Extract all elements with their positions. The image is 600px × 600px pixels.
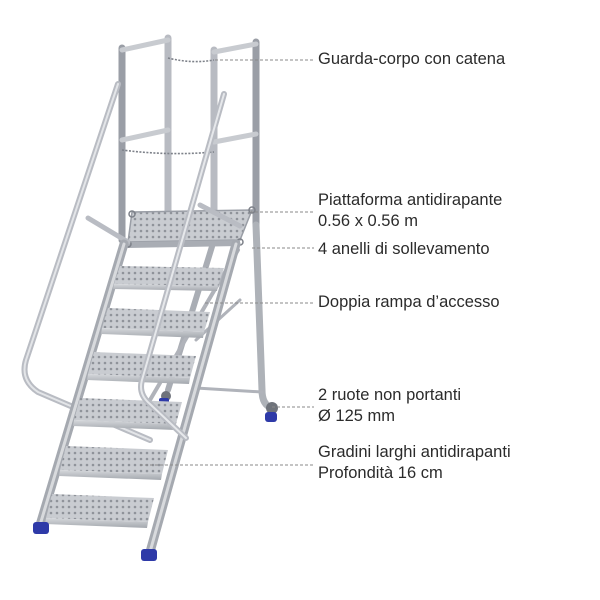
right-handrail [138,91,243,441]
step [45,494,154,528]
leader-lines [140,59,314,466]
callout-guard-rail-text: Guarda-corpo con catena [318,50,506,68]
callout-lifting-rings-text: 4 anelli di sollevamento [318,240,490,258]
callout-wheels-title: 2 ruote non portanti [318,386,462,404]
callout-double-ramp-text: Doppia rampa d’accesso [318,293,500,311]
callout-platform-size: 0.56 x 0.56 m [318,212,418,230]
left-handrail [21,81,153,443]
callout-guard-rail: Guarda-corpo con catena [318,49,505,70]
step [73,398,182,430]
callout-lifting-rings: 4 anelli di sollevamento [318,239,490,260]
stringers [35,239,241,557]
callout-platform-title: Piattaforma antidirapante [318,191,503,209]
callout-wheels-size: Ø 125 mm [318,407,396,425]
callout-wheels: 2 ruote non portanti Ø 125 mm [318,385,461,427]
callout-double-ramp: Doppia rampa d’accesso [318,292,500,313]
callout-steps: Gradini larghi antidirapanti Profondità … [318,442,511,484]
guard-rail [118,34,260,244]
chain [121,57,215,155]
callout-platform: Piattaforma antidirapante 0.56 x 0.56 m [318,190,502,232]
step [87,352,196,384]
steps [45,266,224,528]
rubber-foot [33,522,157,561]
step [59,446,168,480]
callout-steps-depth: Profondità 16 cm [318,464,443,482]
callout-steps-title: Gradini larghi antidirapanti [318,443,511,461]
